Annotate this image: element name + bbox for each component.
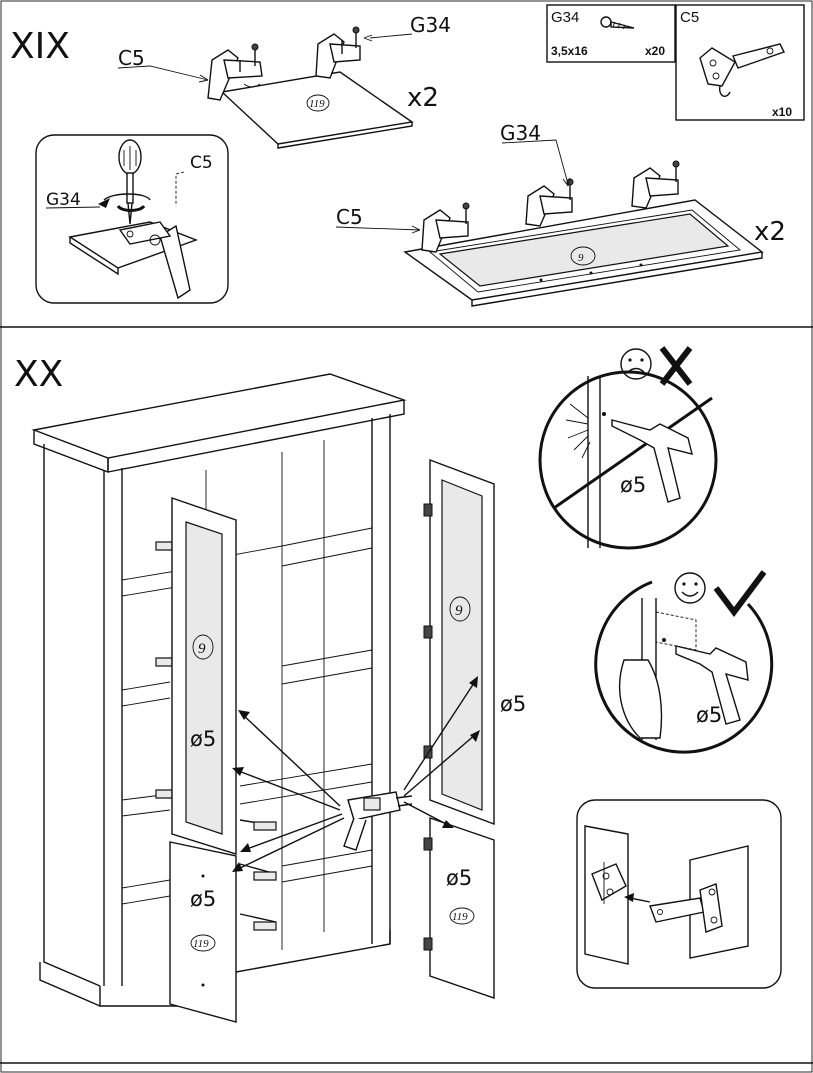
right-diameter-label: ø5 (696, 703, 722, 727)
rotate-arrow-icon (103, 193, 151, 201)
door-upper-right-number: 9 (455, 603, 463, 619)
hinge-icon (315, 26, 361, 79)
door-lower-left-number: 119 (193, 938, 209, 950)
part-c5-code: C5 (680, 9, 699, 26)
detail-wrong-drilling: ø5 (538, 370, 718, 550)
cross-icon (659, 346, 693, 386)
sad-face-icon (620, 348, 652, 380)
cabinet-door-lower-left: 119 (169, 841, 237, 1023)
hinge-icon (421, 202, 470, 253)
hinge-icon (207, 43, 263, 101)
check-mark-icon (713, 570, 767, 617)
drill-diameter-label: ø5 (500, 692, 526, 716)
part-g34-qty: x20 (645, 44, 665, 58)
cabinet-door-lower-right: 119 (423, 817, 495, 999)
part-g34-code: G34 (551, 9, 579, 26)
part-c5-qty: x10 (772, 105, 792, 119)
callout-g34: G34 (410, 13, 451, 37)
hinge-icon (631, 160, 680, 209)
inset-c5: C5 (190, 153, 213, 173)
screwdriver-icon (118, 139, 142, 225)
callout-g34-leader (369, 33, 413, 39)
detail-hinge-mount (576, 799, 782, 989)
step-number-xx: XX (14, 354, 63, 395)
smiley-face-icon (674, 572, 706, 604)
door-upper-left-number: 9 (198, 641, 206, 657)
drill-icon (343, 791, 413, 851)
detail-correct-drilling: ø5 (594, 580, 774, 754)
detail-inset-hinge-screw (35, 134, 229, 304)
drill-diameter-label: ø5 (446, 866, 472, 890)
cabinet-door-upper-left: 9 (171, 497, 237, 855)
door-lower-right-number: 119 (452, 911, 468, 923)
parts-box-c5: C5 x10 (675, 4, 805, 121)
hinge-icon (699, 43, 785, 97)
callout-c5-leader (117, 65, 209, 81)
door-qty: x2 (754, 217, 786, 247)
part-g34-size: 3,5x16 (551, 44, 588, 58)
panel-small-qty: x2 (407, 83, 439, 113)
panel-small-number: 119 (309, 98, 325, 110)
small-panel-119: 119 (220, 71, 414, 149)
drill-direction-arrows (232, 676, 480, 872)
drill-diameter-label: ø5 (190, 727, 216, 751)
hinge-icon (525, 178, 574, 227)
door-panel-9: 9 (403, 199, 764, 307)
inset-g34: G34 (46, 190, 81, 210)
door-c5: C5 (336, 205, 363, 229)
screw-icon (600, 16, 635, 30)
door-number: 9 (578, 252, 584, 264)
parts-box-g34: G34 3,5x16 x20 (546, 4, 676, 63)
drill-diameter-label: ø5 (190, 887, 216, 911)
wrong-diameter-label: ø5 (620, 473, 646, 497)
step-number-xix: XIX (10, 26, 70, 67)
callout-c5: C5 (118, 46, 145, 70)
